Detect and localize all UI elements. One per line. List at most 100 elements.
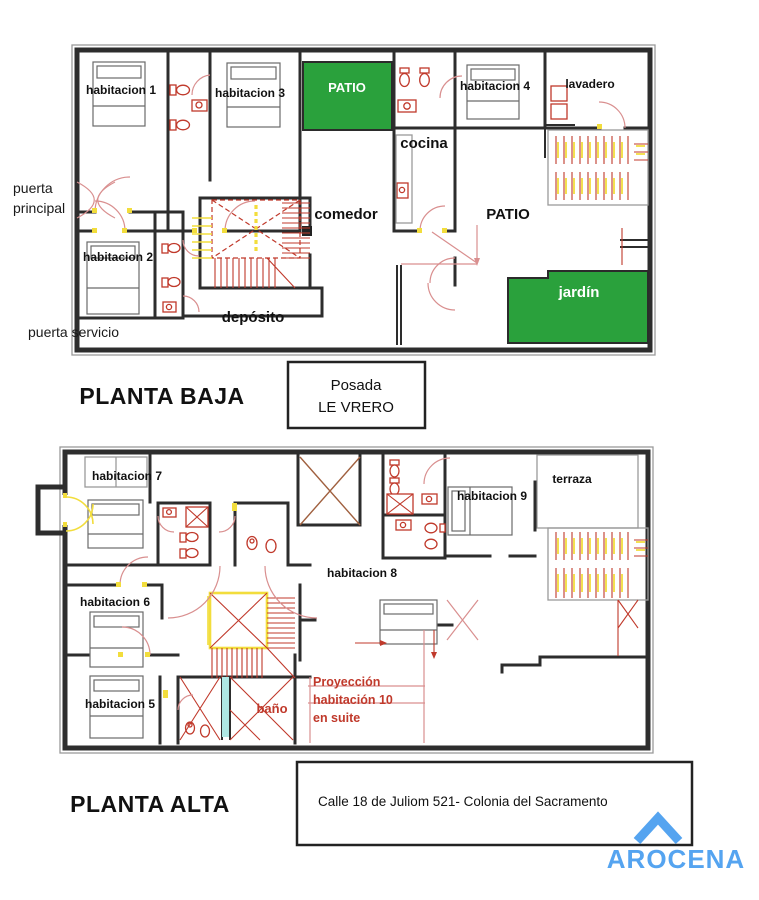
room-label-habitacion4: habitacion 4 bbox=[460, 79, 530, 93]
planta-alta-plan: habitacion 7 terraza habitacion 9 habita… bbox=[35, 446, 654, 754]
sink-icon bbox=[191, 99, 208, 112]
main-door-swing bbox=[76, 181, 116, 219]
room-label-habitacion2: habitacion 2 bbox=[83, 250, 153, 264]
room-label-deposito: depósito bbox=[222, 309, 285, 326]
pa-room-labels: habitacion 7 terraza habitacion 9 habita… bbox=[80, 469, 600, 725]
pb-patio-area bbox=[302, 61, 393, 131]
closet-icon bbox=[84, 456, 148, 488]
room-label-habitacion3: habitacion 3 bbox=[215, 86, 285, 100]
pa-interior-walls bbox=[63, 450, 650, 745]
bidet-icon bbox=[265, 538, 277, 554]
planta-baja-title: PLANTA BAJA bbox=[79, 383, 244, 409]
bed-icon bbox=[379, 599, 438, 645]
pb-right-staircase bbox=[547, 129, 649, 206]
pb-stair-post bbox=[302, 226, 312, 236]
kitchen-sink-icon bbox=[396, 182, 409, 199]
projection-note-line1: Proyección bbox=[313, 675, 380, 689]
pb-interior-walls bbox=[75, 51, 652, 345]
room-label-lavadero: lavadero bbox=[565, 77, 614, 91]
pa-projection-lines bbox=[308, 630, 437, 743]
arrow-head bbox=[380, 640, 387, 646]
toilet-icon bbox=[184, 721, 196, 735]
pa-outer-outline bbox=[59, 446, 654, 754]
room-label-comedor: comedor bbox=[314, 206, 378, 223]
projection-note-line2: habitación 10 bbox=[313, 693, 393, 707]
bed-icon bbox=[466, 64, 520, 120]
toilet-icon bbox=[399, 67, 410, 88]
sink-icon bbox=[162, 507, 177, 518]
arrow-head bbox=[474, 258, 480, 266]
room-label-patio-right: PATIO bbox=[486, 206, 530, 223]
planta-alta-title: PLANTA ALTA bbox=[70, 791, 230, 817]
toilet-icon bbox=[169, 119, 191, 131]
shower-icon bbox=[386, 493, 414, 515]
label-puerta-principal-line1: puerta bbox=[13, 180, 53, 196]
terraza-label-bg bbox=[544, 470, 600, 486]
pa-left-door-gap bbox=[62, 495, 69, 525]
posada-line1: Posada bbox=[331, 377, 383, 394]
toilet-icon bbox=[419, 67, 430, 88]
room-label-habitacion1: habitacion 1 bbox=[86, 83, 156, 97]
posada-line2: LE VRERO bbox=[318, 399, 394, 416]
pb-door-arcs bbox=[76, 74, 626, 313]
bed-icon bbox=[87, 499, 144, 549]
label-puerta-principal-line2: principal bbox=[13, 200, 65, 216]
toilet-icon bbox=[161, 242, 181, 254]
pa-terraza-area bbox=[536, 454, 639, 529]
toilet-icon bbox=[246, 535, 258, 551]
sink-icon bbox=[395, 519, 412, 531]
bidet-icon bbox=[199, 724, 211, 738]
bed-icon bbox=[89, 611, 144, 668]
pb-jardin-area bbox=[507, 270, 649, 344]
sink-icon bbox=[397, 99, 417, 113]
room-label-bano: baño bbox=[256, 701, 287, 716]
toilet-icon bbox=[169, 84, 191, 96]
closet-x-icon bbox=[299, 456, 361, 526]
logo-text: AROCENA bbox=[607, 844, 745, 874]
toilet-icon bbox=[424, 522, 446, 534]
laundry-machine-icon bbox=[550, 85, 568, 120]
room-label-habitacion7: habitacion 7 bbox=[92, 469, 162, 483]
bed-icon bbox=[447, 486, 513, 536]
pb-central-staircase bbox=[192, 199, 310, 289]
toilet-icon bbox=[389, 477, 400, 496]
pb-outer-wall bbox=[74, 47, 653, 353]
pb-outer-outline bbox=[71, 44, 656, 356]
pb-bed-icons bbox=[86, 61, 520, 315]
posada-name-box: Posada LE VRERO bbox=[286, 360, 427, 430]
pb-room-labels: habitacion 1 habitacion 3 PATIO cocina h… bbox=[13, 77, 615, 340]
pb-door-jambs bbox=[92, 124, 602, 233]
pb-fixtures bbox=[161, 67, 568, 313]
sink-icon bbox=[421, 493, 438, 505]
room-label-habitacion6: habitacion 6 bbox=[80, 595, 150, 609]
room-label-habitacion5: habitacion 5 bbox=[85, 697, 155, 711]
pa-left-bump bbox=[35, 484, 65, 536]
pa-right-staircase bbox=[555, 532, 648, 598]
toilet-icon bbox=[179, 547, 199, 559]
planta-baja-plan: habitacion 1 habitacion 3 PATIO cocina h… bbox=[13, 44, 656, 356]
kitchen-counter bbox=[395, 134, 413, 224]
pa-door-jambs bbox=[63, 493, 237, 698]
room-label-habitacion8: habitacion 8 bbox=[327, 566, 397, 580]
projection-note-line3: en suite bbox=[313, 711, 360, 725]
arrow-head bbox=[431, 652, 437, 659]
address-box: Calle 18 de Juliom 521- Colonia del Sacr… bbox=[295, 760, 694, 847]
label-puerta-servicio: puerta servicio bbox=[28, 324, 119, 340]
bathroom-floor-pattern bbox=[179, 676, 294, 741]
bed-icon bbox=[86, 241, 140, 315]
logo-chevron-icon bbox=[633, 811, 683, 845]
toilet-icon bbox=[179, 531, 199, 543]
toilet-icon bbox=[389, 459, 400, 478]
bed-icon bbox=[92, 61, 146, 127]
pa-fixtures bbox=[162, 459, 446, 741]
pa-central-staircase bbox=[207, 591, 296, 679]
sink-icon bbox=[162, 301, 177, 313]
address-text: Calle 18 de Juliom 521- Colonia del Sacr… bbox=[318, 794, 608, 809]
room-label-cocina: cocina bbox=[400, 135, 448, 152]
bed-icon bbox=[226, 62, 281, 128]
pa-door-arcs bbox=[65, 457, 639, 711]
bed-icon bbox=[89, 675, 144, 739]
toilet-icon bbox=[424, 538, 438, 550]
